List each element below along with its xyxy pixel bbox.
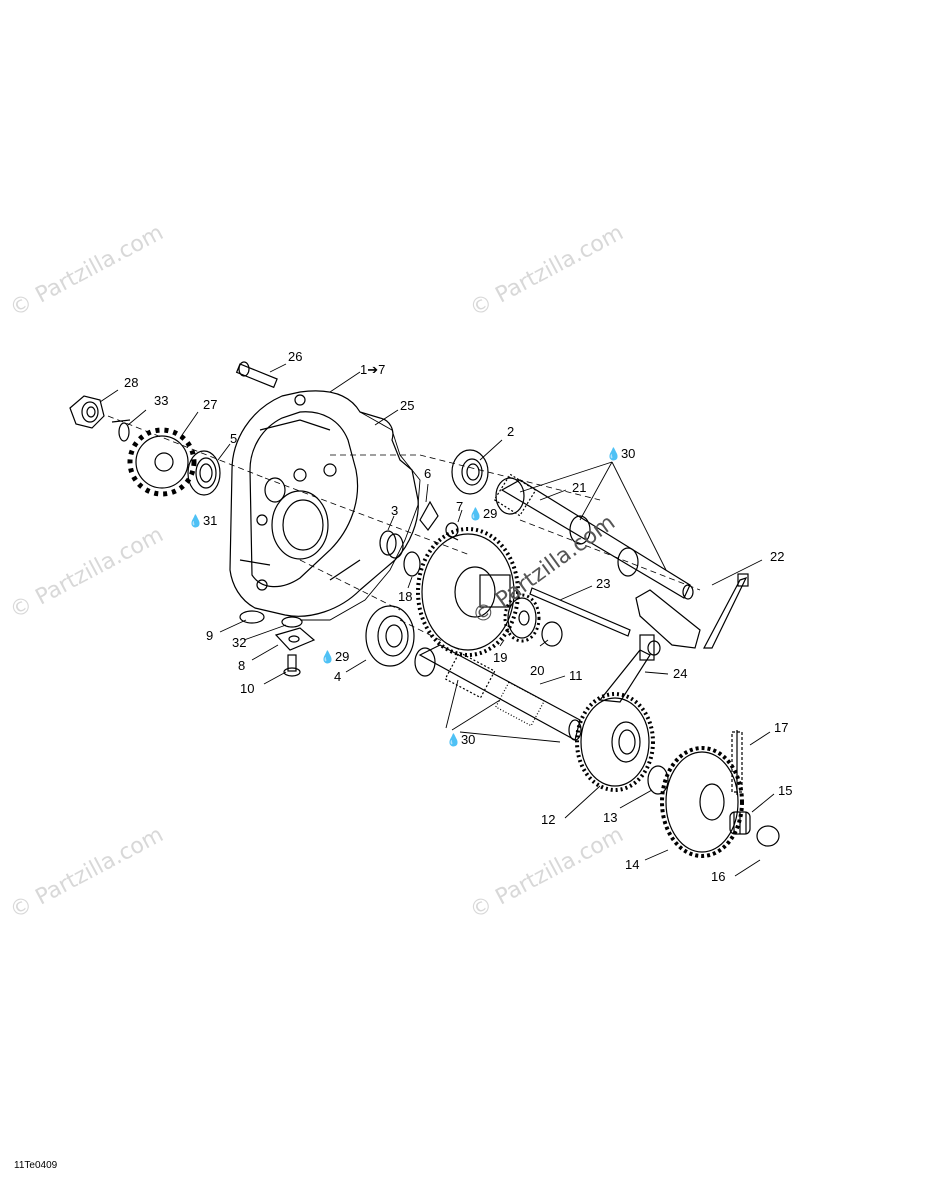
callout-20: 20	[530, 663, 545, 678]
callout-7: 7	[456, 499, 464, 514]
part-19-gear	[503, 593, 541, 643]
callout-23: 23	[596, 576, 611, 591]
callout-27: 27	[203, 397, 218, 412]
part-6-clip	[419, 500, 439, 531]
oil-drop-icon: 💧	[468, 507, 483, 521]
part-27-sprocket	[127, 427, 197, 497]
callout-32: 32	[232, 635, 247, 650]
part-17-chain	[731, 730, 743, 795]
part-10-screw	[283, 654, 301, 677]
callout-4: 4	[334, 669, 342, 684]
part-8-plate	[274, 627, 316, 651]
callout-22: 22	[770, 549, 785, 564]
callout-29-bottom: 💧29	[320, 649, 350, 665]
callout-24: 24	[673, 666, 688, 681]
callout-28: 28	[124, 375, 139, 390]
callout-1-7: 1➔7	[360, 362, 386, 377]
callout-8: 8	[238, 658, 246, 673]
part-large-gear	[416, 527, 520, 657]
part-28-nut	[69, 395, 105, 429]
callout-9: 9	[206, 628, 214, 643]
callout-16: 16	[711, 869, 726, 884]
oil-drop-icon: 💧	[188, 514, 203, 528]
callout-10: 10	[240, 681, 255, 696]
part-16-washer	[756, 825, 780, 847]
callout-2: 2	[507, 424, 515, 439]
callout-30-bottom: 💧30	[446, 732, 476, 748]
oil-drop-icon: 💧	[606, 447, 621, 461]
callout-6: 6	[424, 466, 432, 481]
leader-lines-30	[445, 461, 667, 743]
part-12-gear	[575, 692, 655, 792]
part-26-bolt	[235, 361, 278, 389]
part-25-gasket	[300, 411, 421, 621]
part-24-fork	[598, 634, 661, 703]
callout-15: 15	[778, 783, 793, 798]
part-15-bearing	[729, 811, 751, 835]
oil-drop-icon: 💧	[446, 733, 461, 747]
callout-18: 18	[398, 589, 413, 604]
callout-5: 5	[230, 431, 238, 446]
callout-19: 19	[493, 650, 508, 665]
callout-12: 12	[541, 812, 556, 827]
part-21-shaft	[493, 473, 694, 600]
part-32-oring	[281, 616, 303, 628]
part-14-sprocket	[660, 746, 744, 858]
callout-31: 💧31	[188, 513, 218, 529]
part-20-washer	[541, 621, 563, 647]
leader-lines	[99, 363, 775, 877]
part-2-bearing	[451, 449, 489, 495]
callout-17: 17	[774, 720, 789, 735]
part-9-oring	[239, 610, 265, 624]
callout-13: 13	[603, 810, 618, 825]
reference-code: 11Te0409	[14, 1160, 58, 1171]
callout-29-top: 💧29	[468, 506, 498, 522]
part-5-seal	[187, 450, 221, 496]
callout-3: 3	[391, 503, 399, 518]
callout-11: 11	[569, 668, 583, 683]
part-22-shaft	[635, 573, 749, 649]
callout-30-top: 💧30	[606, 446, 636, 462]
callout-26: 26	[288, 349, 303, 364]
callout-14: 14	[625, 857, 640, 872]
callout-25: 25	[400, 398, 415, 413]
callout-33: 33	[154, 393, 169, 408]
oil-drop-icon: 💧	[320, 650, 335, 664]
callout-21: 21	[572, 480, 587, 495]
part-4-bearing	[365, 605, 415, 667]
part-33-washer	[111, 419, 131, 442]
part-11-shaft	[414, 644, 582, 741]
part-13-washer	[647, 765, 669, 795]
part-18-washer	[403, 551, 421, 577]
part-23-pin	[529, 587, 631, 637]
part-3-bearing	[379, 530, 404, 559]
